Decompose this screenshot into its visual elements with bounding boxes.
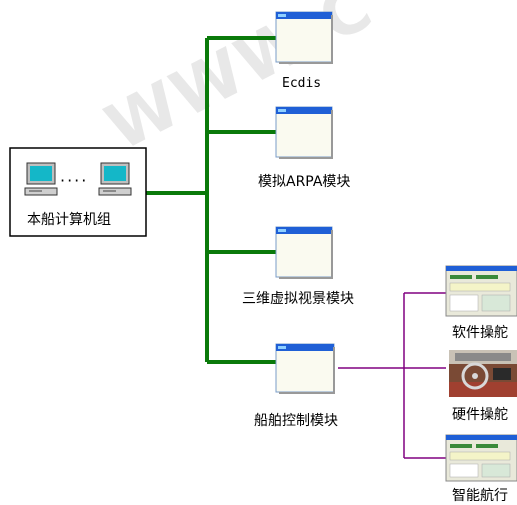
module-label-ecdis: Ecdis: [282, 76, 322, 91]
window-icon: [275, 226, 333, 279]
software-screenshot-icon: [445, 265, 517, 317]
hardware-photo-icon: [449, 350, 517, 397]
module-label-vr3d: 三维虚拟视景模块: [242, 291, 354, 307]
hub-label: 本船计算机组: [27, 212, 111, 228]
module-label-arpa: 模拟ARPA模块: [258, 174, 351, 190]
hub-box: [9, 147, 147, 237]
submodule-label-soft-steer: 软件操舵: [452, 325, 508, 341]
trunk-connectors: [146, 36, 276, 364]
computer-icon: [24, 162, 58, 196]
software-screenshot-icon: [445, 434, 517, 482]
branch-connectors: [338, 292, 446, 459]
submodule-label-smart-nav: 智能航行: [452, 488, 508, 504]
submodule-label-hard-steer: 硬件操舵: [452, 407, 508, 423]
hub-dots: ····: [60, 171, 89, 190]
window-icon: [275, 343, 335, 394]
window-icon: [275, 11, 333, 64]
module-label-shipctrl: 船舶控制模块: [254, 413, 338, 429]
window-icon: [275, 106, 333, 159]
computer-icon: [98, 162, 132, 196]
